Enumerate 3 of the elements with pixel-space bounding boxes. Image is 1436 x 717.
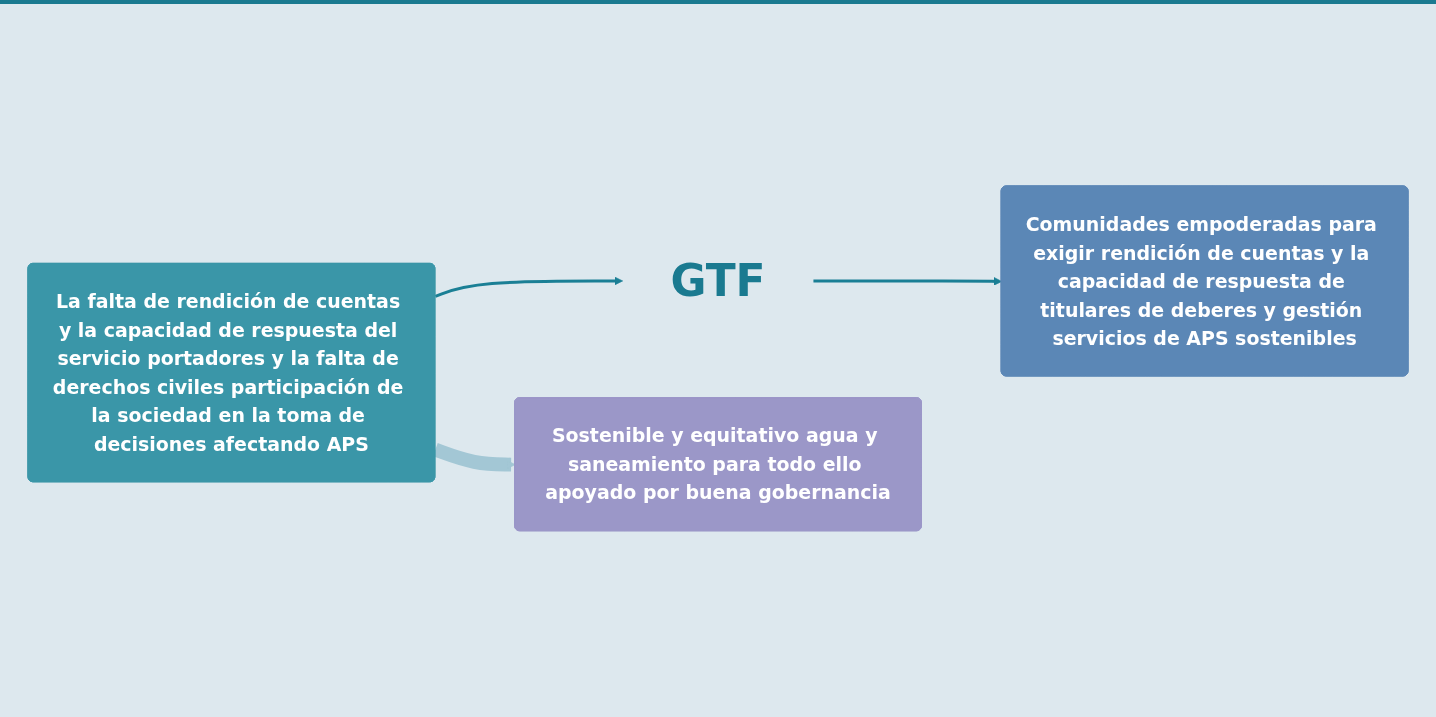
node-text: GTF: [670, 255, 766, 307]
arrow: [434, 276, 623, 298]
arrow: [813, 277, 1003, 286]
